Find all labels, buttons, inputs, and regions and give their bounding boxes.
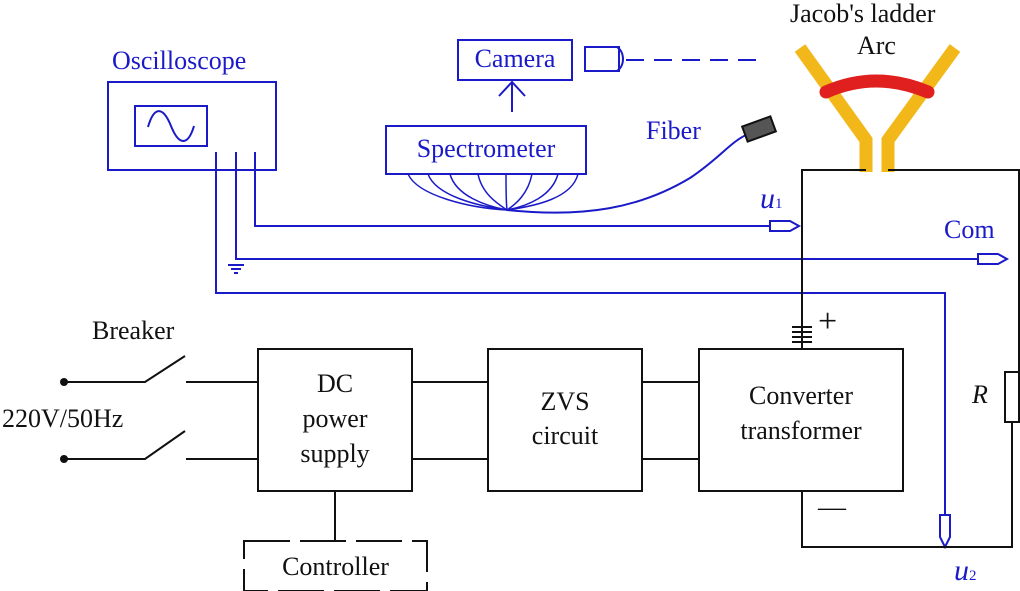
resistor-r	[1004, 371, 1020, 423]
mains-voltage-label: 220V/50Hz	[2, 404, 124, 433]
hv-terminal-icon	[792, 322, 812, 348]
breaker-switch-bottom	[64, 430, 186, 460]
breaker-switch-top	[64, 355, 186, 383]
jacobs-ladder-electrodes	[794, 44, 961, 172]
fiber-fan	[407, 173, 579, 211]
arc-discharge	[819, 74, 935, 99]
spectrometer-label: Spectrometer	[416, 134, 556, 163]
hv-plus-wire	[801, 169, 866, 322]
sine-wave-icon	[147, 110, 195, 142]
converter-label-line1: Converter	[749, 381, 853, 410]
return-wire-bottom	[801, 422, 1013, 548]
converter-transformer-box	[698, 348, 904, 492]
fiber-label: Fiber	[646, 116, 701, 145]
zvs-label-line1: ZVS	[540, 387, 590, 416]
fiber-cable	[506, 133, 749, 214]
dc-label-line3: supply	[300, 439, 370, 468]
com-label: Com	[944, 215, 995, 244]
u2-label: u2	[954, 554, 977, 587]
plus-terminal-label: +	[818, 303, 838, 340]
return-wire-top	[888, 169, 1020, 372]
u1-label: u1	[760, 182, 783, 215]
dc-label-line1: DC	[316, 369, 354, 398]
zvs-circuit-box	[487, 348, 643, 492]
breaker-label: Breaker	[92, 316, 175, 345]
com-probe-wire	[235, 152, 978, 260]
controller-label: Controller	[282, 552, 389, 581]
oscilloscope-screen	[134, 105, 208, 147]
dc-label-line2: power	[302, 404, 368, 433]
u1-probe-tip	[769, 220, 802, 232]
resistor-label: R	[972, 380, 988, 409]
minus-terminal-label: —	[818, 492, 846, 523]
camera-lens	[584, 46, 620, 72]
u2-probe-wire	[215, 152, 946, 515]
camera-box	[457, 39, 573, 81]
u2-probe-tip	[939, 514, 951, 550]
converter-label-line2: transformer	[740, 416, 862, 445]
com-probe-tip	[977, 253, 1010, 265]
jacobs-ladder-label: Jacob's ladder	[790, 0, 936, 28]
u1-probe-wire	[254, 152, 770, 227]
camera-label: Camera	[474, 44, 556, 73]
zvs-label-line2: circuit	[531, 421, 599, 450]
controller-box	[243, 540, 428, 591]
spectrometer-box	[385, 125, 587, 175]
arc-label: Arc	[857, 31, 896, 60]
oscilloscope-box	[107, 81, 277, 171]
fiber-probe-icon	[740, 115, 778, 143]
oscilloscope-label: Oscilloscope	[112, 46, 247, 75]
